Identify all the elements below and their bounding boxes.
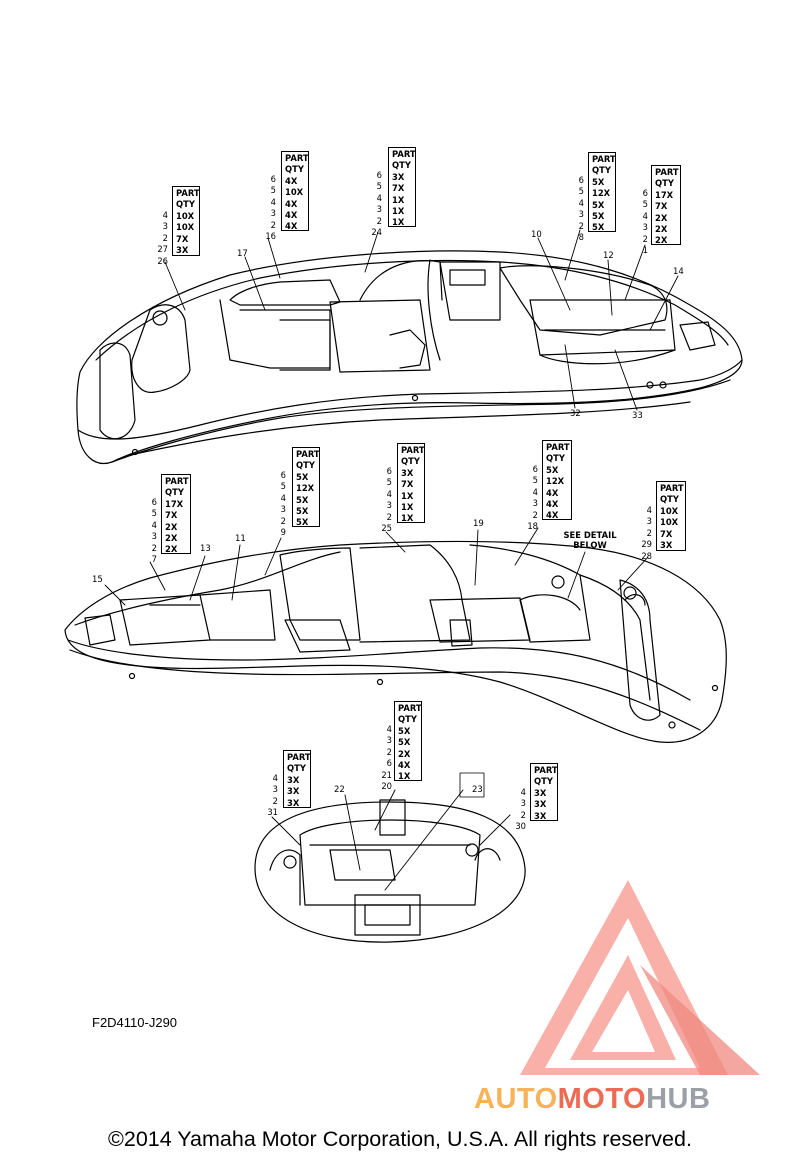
callout-15: 15 <box>92 575 103 585</box>
callout-14: 14 <box>673 267 684 277</box>
callout-32: 32 <box>570 409 581 419</box>
diagram-code: F2D4110-J290 <box>92 1015 178 1030</box>
logo-moto: MOTO <box>557 1083 647 1115</box>
middle-hull-outline <box>64 540 727 743</box>
callout-17: 17 <box>237 249 248 259</box>
callout-19: 19 <box>473 519 484 529</box>
callout-22: 22 <box>334 785 345 795</box>
logo-auto: AUTO <box>474 1083 558 1115</box>
detail-leader-lines <box>271 789 511 891</box>
callout-23: 23 <box>472 785 483 795</box>
callout-12: 12 <box>603 251 614 261</box>
callout-33: 33 <box>632 411 643 421</box>
automotohub-logo-text: AUTOMOTOHUB <box>474 1083 710 1116</box>
see-detail-below-note: SEE DETAIL BELOW <box>563 530 617 550</box>
top-leader-lines <box>164 229 679 411</box>
callout-11: 11 <box>235 534 246 544</box>
callout-13: 13 <box>200 544 211 554</box>
detail-view <box>254 772 526 943</box>
copyright-notice: ©2014 Yamaha Motor Corporation, U.S.A. A… <box>108 1127 692 1151</box>
callout-10: 10 <box>531 230 542 240</box>
automotohub-logo-triangle <box>520 880 760 1075</box>
top-hull-outline <box>76 250 743 464</box>
middle-leader-lines <box>104 527 649 606</box>
logo-hub: HUB <box>646 1083 711 1115</box>
